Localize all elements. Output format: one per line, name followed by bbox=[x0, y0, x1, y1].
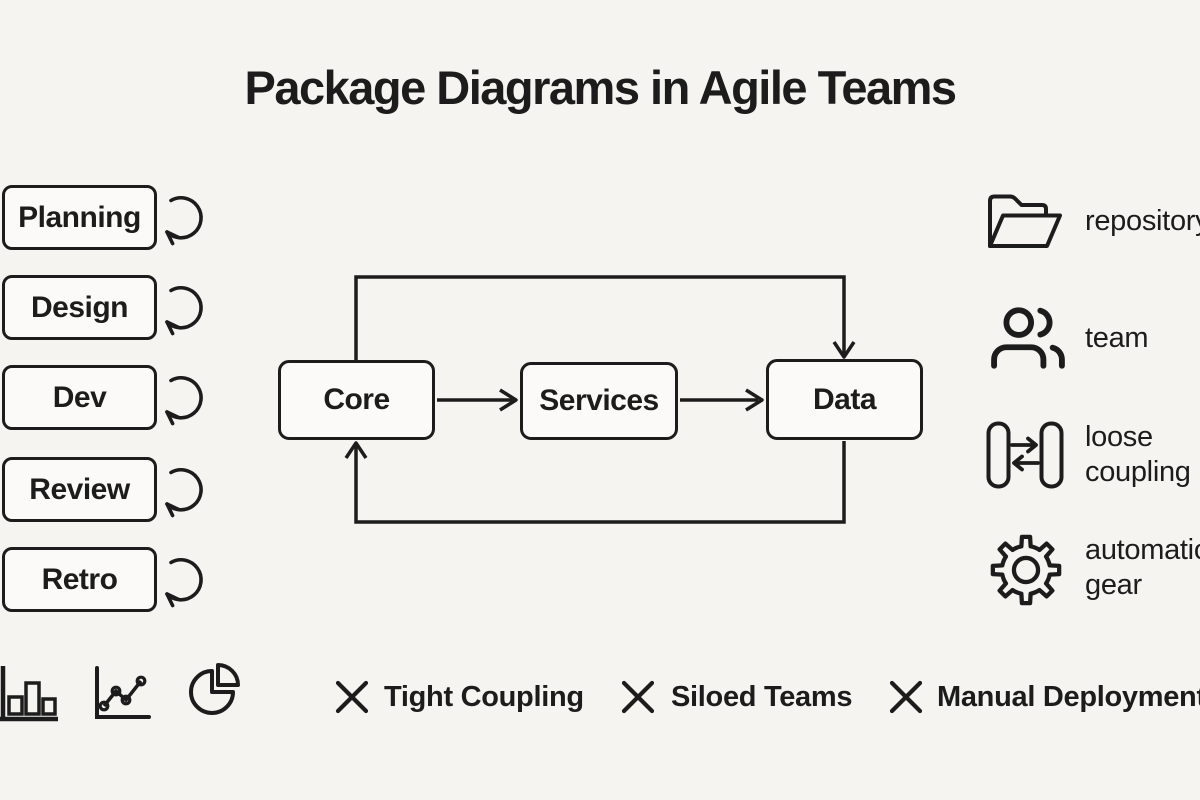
arrowhead-right-icon bbox=[499, 388, 518, 412]
flow-node-services: Services bbox=[520, 362, 678, 440]
flow-node-label: Services bbox=[539, 384, 659, 417]
page-title: Package Diagrams in Agile Teams bbox=[244, 61, 957, 114]
legend-label-team: team bbox=[1085, 322, 1149, 354]
stage-label: Planning bbox=[18, 200, 141, 234]
sprint-stage-design: Design bbox=[2, 275, 157, 340]
line-chart-icon bbox=[95, 666, 151, 719]
arrowhead-up-icon bbox=[344, 441, 368, 459]
team-icon bbox=[991, 307, 1065, 369]
flow-node-label: Core bbox=[323, 383, 390, 416]
loose-coupling-icon bbox=[986, 421, 1064, 489]
flow-node-data: Data bbox=[766, 359, 923, 440]
flow-node-core: Core bbox=[278, 360, 435, 440]
sprint-stage-review: Review bbox=[2, 457, 157, 522]
antipattern-label-siloed-teams: Siloed Teams bbox=[671, 681, 853, 713]
antipattern-label-manual-deployment: Manual Deployment bbox=[937, 681, 1200, 713]
bar-chart-icon bbox=[0, 666, 58, 722]
loop-arrow-icon bbox=[165, 375, 203, 426]
stage-label: Design bbox=[30, 290, 129, 324]
legend-label-repository: repository bbox=[1085, 205, 1200, 237]
sprint-stage-dev: Dev bbox=[2, 365, 157, 430]
x-mark-icon bbox=[335, 680, 369, 714]
stage-label: Dev bbox=[52, 380, 107, 414]
pie-chart-icon bbox=[189, 663, 240, 715]
loop-arrow-icon bbox=[165, 285, 203, 336]
loop-arrow-icon bbox=[165, 467, 203, 518]
arrowhead-right-icon bbox=[745, 388, 764, 412]
stage-label: Retro bbox=[41, 562, 118, 596]
legend-label-automation-gear: automation gear bbox=[1085, 534, 1200, 601]
stage-label: Review bbox=[29, 472, 130, 506]
loop-arrow-icon bbox=[165, 557, 203, 608]
flow-node-label: Data bbox=[812, 382, 877, 416]
x-mark-icon bbox=[621, 680, 655, 714]
x-mark-icon bbox=[889, 680, 923, 714]
sprint-stage-planning: Planning bbox=[2, 185, 157, 250]
automation-gear-icon bbox=[990, 534, 1062, 606]
sprint-stage-retro: Retro bbox=[2, 547, 157, 612]
repository-folder-icon bbox=[988, 194, 1062, 248]
antipattern-label-tight-coupling: Tight Coupling bbox=[384, 681, 584, 713]
legend-label-loose-coupling: loose coupling bbox=[1085, 421, 1191, 488]
arrowhead-down-icon bbox=[832, 341, 856, 359]
flow-connectors bbox=[344, 275, 856, 524]
loop-arrow-icon bbox=[165, 195, 203, 246]
